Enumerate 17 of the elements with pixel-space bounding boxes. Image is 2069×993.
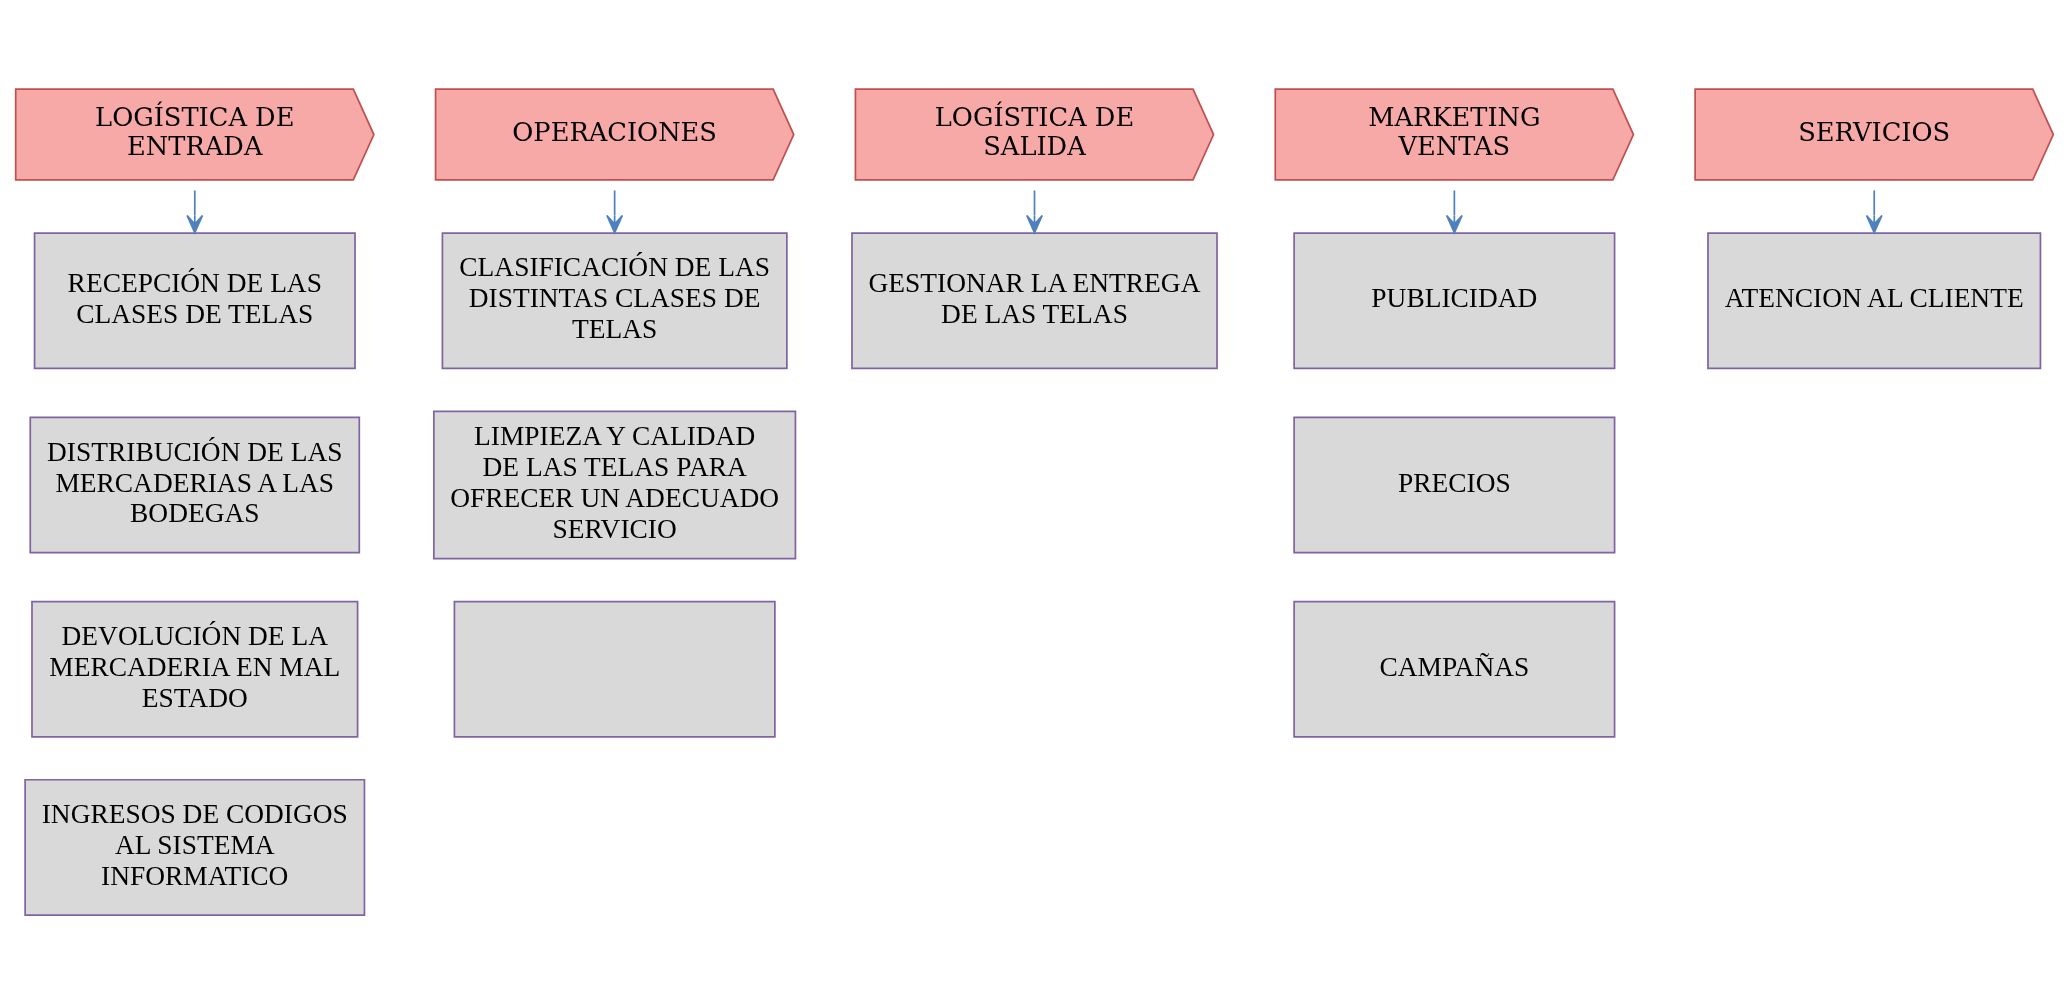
node-box: RECEPCIÓN DE LAS CLASES DE TELAS — [33, 231, 356, 369]
node-box — [453, 600, 776, 738]
node-box: PRECIOS — [1293, 415, 1616, 554]
node-box: CAMPAÑAS — [1293, 600, 1616, 738]
node-box: CLASIFICACIÓN DE LAS DISTINTAS CLASES DE TELAS — [441, 231, 788, 369]
arrow — [186, 189, 204, 233]
node-box: GESTIONAR LA ENTREGA DE LAS TELAS — [851, 231, 1218, 369]
arrow — [1445, 189, 1463, 233]
node-box: DISTRIBUCIÓN DE LAS MERCADERIAS A LAS BODEGAS — [29, 415, 361, 554]
node-box: INGRESOS DE CODIGOS AL SISTEMA INFORMATICO — [24, 778, 366, 916]
node-box: PUBLICIDAD — [1293, 231, 1616, 369]
arrow — [1865, 189, 1883, 233]
arrow — [1025, 189, 1044, 233]
node-box: LIMPIEZA Y CALIDAD DE LAS TELAS PARA OFRECER UN ADECUADO SERVICIO — [433, 409, 797, 560]
arrow — [606, 189, 624, 233]
node-box: DEVOLUCIÓN DE LA MERCADERIA EN MAL ESTADO — [31, 600, 359, 738]
node-box: ATENCION AL CLIENTE — [1707, 231, 2042, 369]
